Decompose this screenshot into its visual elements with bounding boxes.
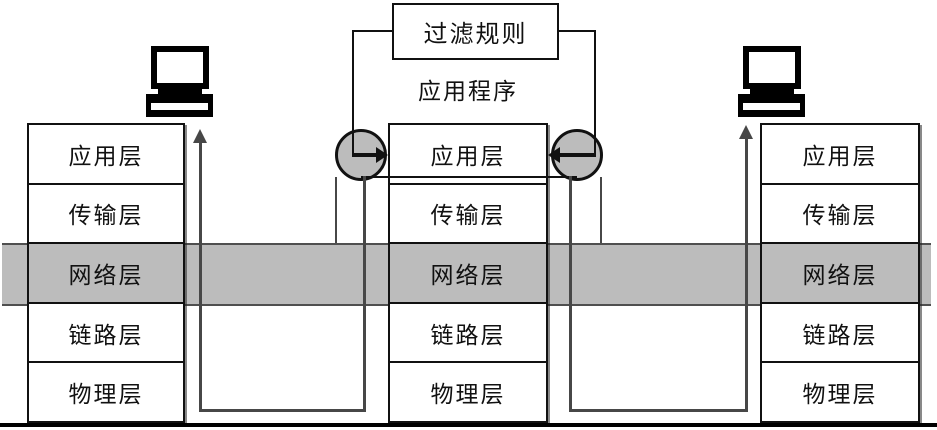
up-arrow-left-shaft <box>199 142 202 412</box>
layer-row: 物理层 <box>762 363 918 421</box>
computer-icon-left <box>146 46 214 118</box>
monitor-screen <box>743 46 801 89</box>
layer-row-network: 网络层 <box>390 244 546 304</box>
computer-base-slot <box>151 103 208 110</box>
layer-row: 应用层 <box>390 125 546 185</box>
gateway-descender-left <box>363 176 366 412</box>
computer-icon-right <box>738 46 806 118</box>
computer-base <box>146 94 213 117</box>
layer-row: 应用层 <box>29 125 183 185</box>
filter-connector-right-horizontal <box>559 30 595 32</box>
layer-row-network: 网络层 <box>29 244 183 304</box>
layer-row: 应用层 <box>762 125 918 185</box>
arrow-into-gateway-left-shaft <box>352 153 378 157</box>
filter-rules-box: 过滤规则 <box>392 3 559 60</box>
stack-gateway: 应用层 传输层 网络层 链路层 物理层 <box>388 123 548 423</box>
computer-base-slot <box>743 103 800 110</box>
filter-connector-left-horizontal <box>353 30 392 32</box>
layer-row: 物理层 <box>390 363 546 421</box>
stack-right-host: 应用层 传输层 网络层 链路层 物理层 <box>760 123 920 423</box>
layer-row: 链路层 <box>762 303 918 364</box>
up-arrow-right-head-icon <box>739 125 753 139</box>
layer-row: 物理层 <box>29 363 183 421</box>
circle-drop-left-short <box>335 177 337 243</box>
bottom-rule <box>0 423 937 427</box>
layer-row: 传输层 <box>390 184 546 245</box>
stack-left-host: 应用层 传输层 网络层 链路层 物理层 <box>27 123 185 423</box>
computer-base <box>738 94 805 117</box>
arrow-into-gateway-left-head-icon <box>376 147 388 163</box>
circle-connect-line <box>361 176 577 178</box>
filter-connector-left-vertical <box>352 30 354 156</box>
bottom-path-left <box>199 409 366 412</box>
arrow-into-gateway-right-head-icon <box>548 147 560 163</box>
layer-row-network: 网络层 <box>762 244 918 304</box>
monitor-screen <box>151 46 209 89</box>
layer-row: 链路层 <box>29 303 183 364</box>
monitor-neck <box>158 89 202 94</box>
arrow-into-gateway-right-shaft <box>560 153 596 157</box>
monitor-neck <box>750 89 794 94</box>
circle-drop-right-short <box>600 177 602 243</box>
filter-connector-right-vertical <box>594 30 596 156</box>
bottom-path-right <box>570 409 748 412</box>
up-arrow-right-shaft <box>745 138 748 412</box>
layer-row: 传输层 <box>29 184 183 245</box>
app-program-label: 应用程序 <box>418 79 518 104</box>
up-arrow-left-head-icon <box>193 129 207 143</box>
gateway-descender-right <box>569 176 572 412</box>
layer-row: 传输层 <box>762 184 918 245</box>
layer-row: 链路层 <box>390 303 546 364</box>
